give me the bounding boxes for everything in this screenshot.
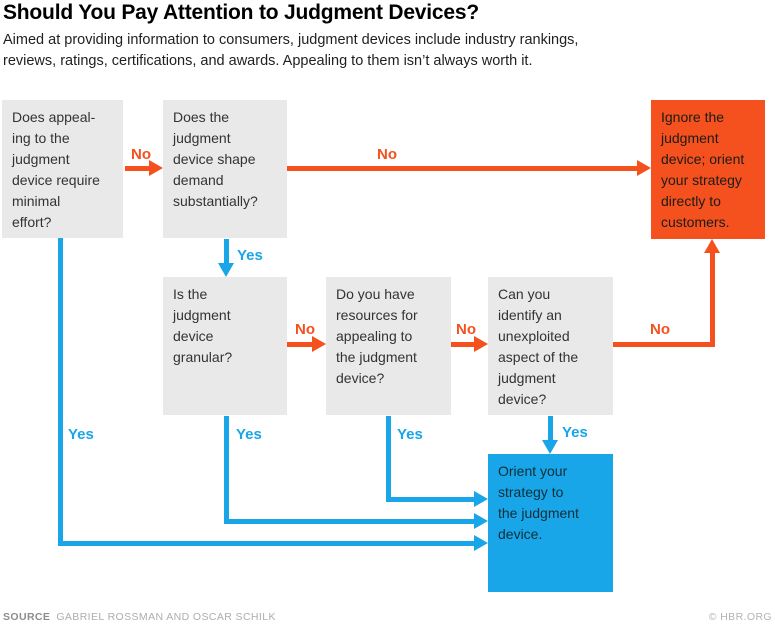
arrowhead-down-icon <box>542 440 558 454</box>
source-label: SOURCE <box>3 611 51 623</box>
arrowhead-right-icon <box>637 160 651 176</box>
edge-effort-orient-hline <box>58 541 476 546</box>
arrowhead-right-icon <box>149 160 163 176</box>
arrowhead-right-icon <box>474 491 488 507</box>
node-question-unexploited: Can you identify an unexploited aspect o… <box>488 277 613 415</box>
edge-unexploited-ignore-vline <box>710 252 715 347</box>
node-question-effort: Does appeal- ing to the judgment device … <box>2 100 123 238</box>
edge-label-no: No <box>456 321 476 338</box>
edge-label-yes: Yes <box>237 247 263 264</box>
edge-label-yes: Yes <box>397 426 423 443</box>
chart-title: Should You Pay Attention to Judgment Dev… <box>3 1 479 24</box>
edge-label-no: No <box>377 146 397 163</box>
edge-unexploited-ignore-hline <box>613 342 715 347</box>
edge-demand-ignore-line <box>287 166 638 171</box>
edge-resources-unexploited-line <box>451 342 475 347</box>
arrowhead-down-icon <box>218 263 234 277</box>
arrowhead-right-icon <box>474 535 488 551</box>
edge-unexploited-orient-line <box>548 416 553 441</box>
chart-subtitle: Aimed at providing information to consum… <box>3 32 579 69</box>
edge-demand-granular-line <box>224 239 229 264</box>
edge-granular-orient-vline <box>224 416 229 524</box>
arrowhead-right-icon <box>312 336 326 352</box>
arrowhead-right-icon <box>474 513 488 529</box>
edge-effort-demand-line <box>125 166 151 171</box>
edge-label-yes: Yes <box>562 424 588 441</box>
edge-effort-orient-vline <box>58 238 63 546</box>
source-names: GABRIEL ROSSMAN AND OSCAR SCHILK <box>56 611 276 623</box>
edge-label-yes: Yes <box>236 426 262 443</box>
credit-hbr: © HBR.ORG <box>708 611 772 623</box>
edge-label-yes: Yes <box>68 426 94 443</box>
edge-granular-resources-line <box>287 342 313 347</box>
node-question-granular: Is the judgment device granular? <box>163 277 287 415</box>
footer: SOURCE GABRIEL ROSSMAN AND OSCAR SCHILK ©… <box>3 611 772 623</box>
arrowhead-right-icon <box>474 336 488 352</box>
edge-label-no: No <box>650 321 670 338</box>
node-question-resources: Do you have resources for appealing to t… <box>326 277 451 415</box>
edge-label-no: No <box>131 146 151 163</box>
node-question-demand: Does the judgment device shape demand su… <box>163 100 287 238</box>
edge-resources-orient-hline <box>386 497 476 502</box>
node-outcome-ignore-device: Ignore the judgment device; orient your … <box>651 100 765 239</box>
source-line: SOURCE GABRIEL ROSSMAN AND OSCAR SCHILK <box>3 611 276 623</box>
arrowhead-up-icon <box>704 239 720 253</box>
edge-granular-orient-hline <box>224 519 476 524</box>
edge-resources-orient-vline <box>386 416 391 502</box>
node-outcome-orient-strategy: Orient your strategy to the judgment dev… <box>488 454 613 592</box>
edge-label-no: No <box>295 321 315 338</box>
